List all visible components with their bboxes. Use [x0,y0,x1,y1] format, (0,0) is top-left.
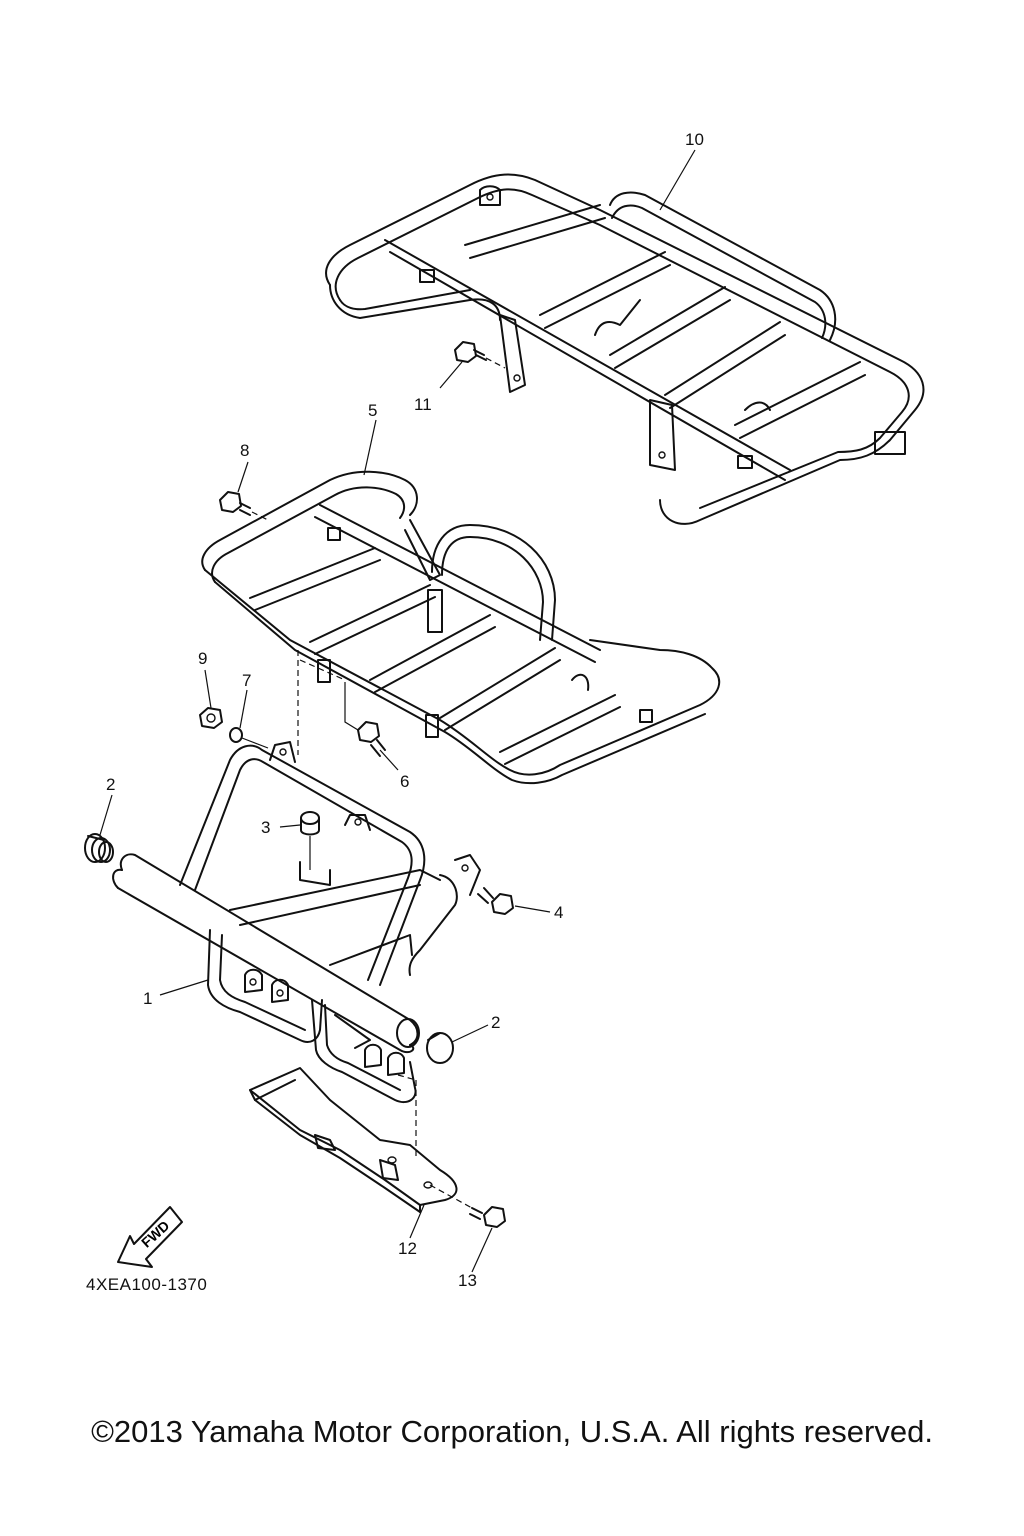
callout-1: 1 [143,989,152,1008]
fwd-label: FWD [138,1217,172,1250]
bolt-8 [219,491,269,521]
callout-3: 3 [261,818,270,837]
callout-10: 10 [685,130,704,149]
front-guard [112,741,481,1104]
skid-plate [249,1067,473,1213]
fwd-arrow: FWD [117,1206,183,1268]
callout-8: 8 [240,441,249,460]
front-carrier-rack [201,470,721,785]
diagram-code: 4XEA100-1370 [86,1275,208,1294]
bolt-11 [454,341,506,369]
callout-4: 4 [554,903,563,922]
copyright-notice: ©2013 Yamaha Motor Corporation, U.S.A. A… [91,1414,933,1449]
callout-2-right: 2 [491,1013,500,1032]
callout-11: 11 [414,395,432,414]
bolt-13 [469,1206,506,1228]
callout-12: 12 [398,1239,417,1258]
callout-5: 5 [368,401,377,420]
callout-7: 7 [242,671,251,690]
bolt-6 [344,682,386,757]
rear-carrier-rack [325,173,925,525]
callout-2-left: 2 [106,775,115,794]
grommet-3 [300,811,320,870]
callout-6: 6 [400,772,409,791]
callout-13: 13 [458,1271,477,1290]
washer-7 [229,727,269,749]
parts-diagram: FWD [84,130,925,1290]
bolt-4 [477,887,514,915]
callout-9: 9 [198,649,207,668]
callouts: 10 11 5 8 9 7 6 2 3 4 1 2 12 13 [106,130,704,1290]
end-cap-right [426,1032,454,1064]
nut-9 [199,707,223,729]
end-cap-left [84,833,114,863]
leader-lines [99,149,696,1273]
